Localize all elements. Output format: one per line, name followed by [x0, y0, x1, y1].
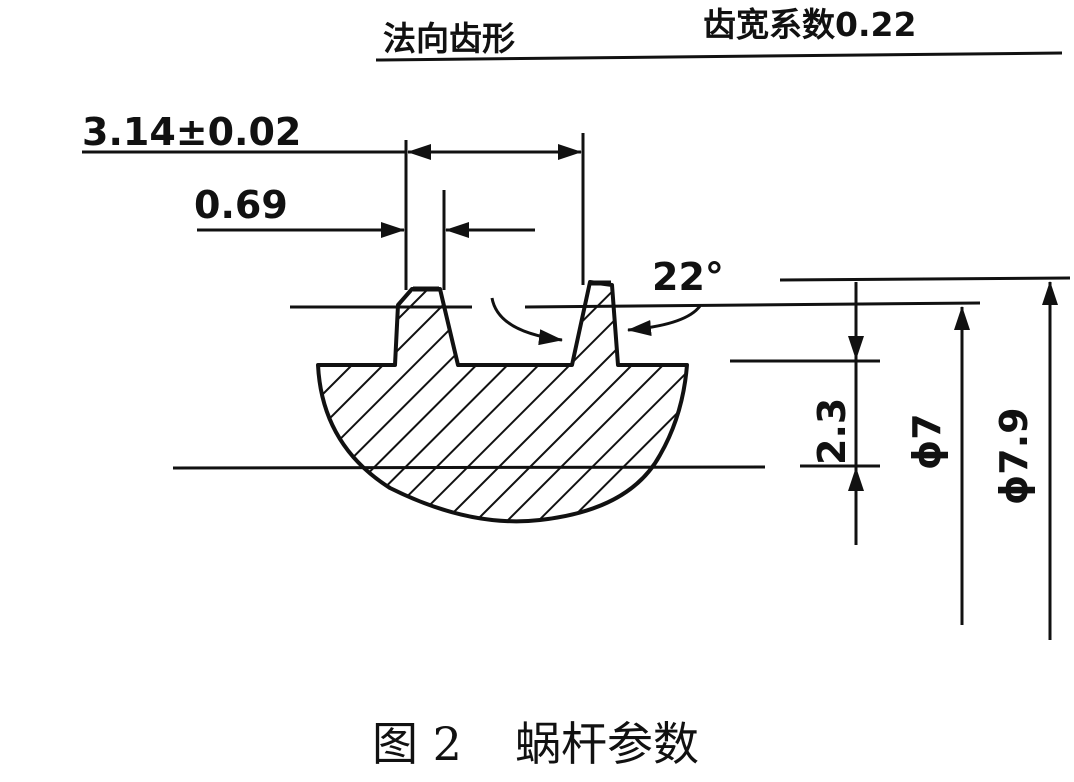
header-underline — [375, 51, 1063, 62]
angle-arc-left — [490, 297, 563, 346]
angle-label: 22° — [652, 255, 724, 299]
axis-line — [172, 465, 766, 470]
header-left-label: 法向齿形 — [383, 19, 515, 58]
tip-width-label: 0.69 — [194, 183, 288, 227]
root-diameter-label: ϕ7 — [905, 413, 949, 470]
pitch-dimension-label: 3.14±0.02 — [82, 110, 301, 154]
worm-section-body — [316, 280, 689, 524]
top-ref-line — [779, 276, 1071, 282]
figure-number: 图 2 — [372, 717, 462, 771]
header-right-label: 齿宽系数0.22 — [703, 5, 916, 44]
outer-diameter-label: ϕ7.9 — [992, 407, 1036, 505]
depth-label: 2.3 — [810, 398, 854, 465]
angle-arc-right — [627, 305, 702, 336]
pitch-line-right — [524, 301, 981, 309]
figure-title: 蜗杆参数 — [515, 717, 699, 771]
